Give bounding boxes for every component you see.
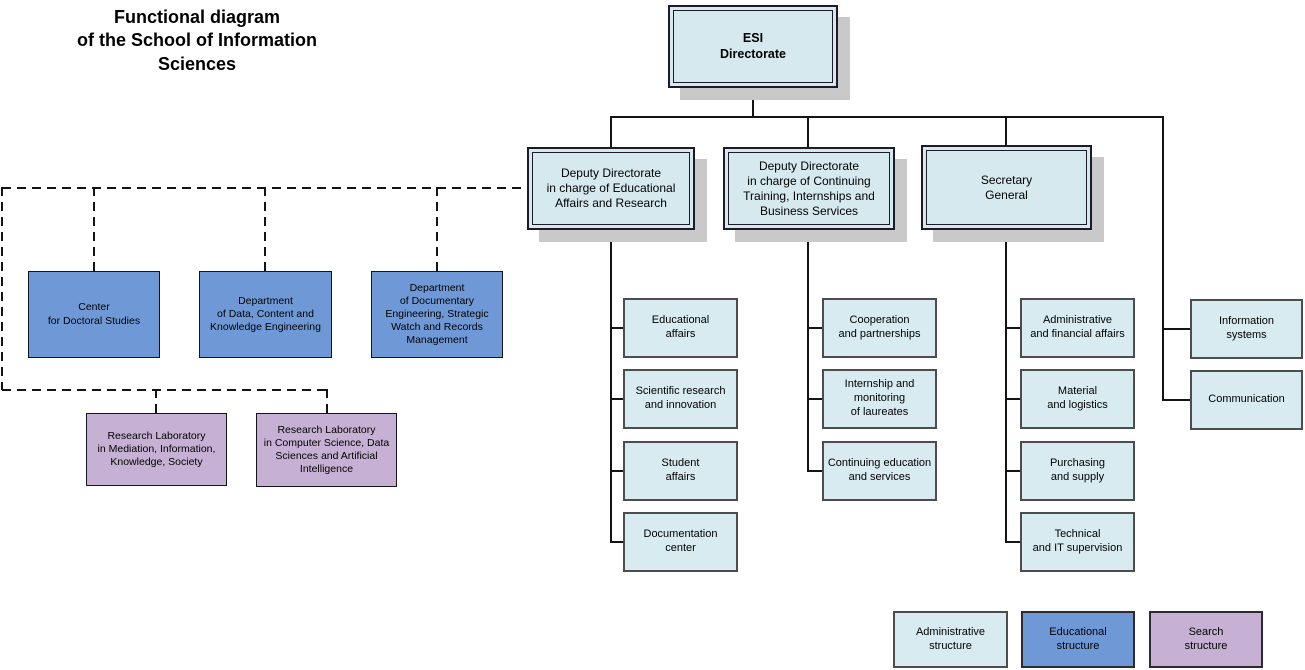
node-lab-mediation: Research Laboratory in Mediation, Inform…: [86, 413, 227, 486]
dashed-drop-dept-documentary: [436, 187, 438, 271]
node-deputy-continuing: Deputy Directorate in charge of Continui…: [723, 147, 895, 230]
node-scientific-research: Scientific research and innovation: [623, 369, 738, 429]
legend-search-structure: Search structure: [1149, 611, 1263, 668]
dashed-drop-center-doctoral: [93, 187, 95, 271]
node-lab-computer-science: Research Laboratory in Computer Science,…: [256, 413, 397, 487]
connector-stub-educational-affairs: [610, 327, 623, 329]
connector-drop-secretary-general: [1005, 116, 1007, 146]
connector-stub-communication: [1162, 399, 1190, 401]
node-material-logistics: Material and logistics: [1020, 369, 1135, 429]
node-esi-directorate: ESI Directorate: [668, 5, 838, 88]
connector-stub-documentation-center: [610, 541, 623, 543]
connector-stub-internship: [807, 398, 822, 400]
connector-stub-student-affairs: [610, 470, 623, 472]
connector-stub-material-logistics: [1005, 398, 1020, 400]
connector-col4-vertical: [1162, 116, 1164, 401]
connector-stub-admin-financial: [1005, 327, 1020, 329]
dashed-drop-dept-data: [264, 187, 266, 271]
node-continuing-education: Continuing education and services: [822, 441, 937, 501]
dashed-drop-lab-computer-science: [326, 389, 328, 413]
connector-stub-technical-it: [1005, 541, 1020, 543]
dashed-horizontal-bottom: [2, 389, 328, 391]
node-center-doctoral: Center for Doctoral Studies: [28, 271, 160, 358]
node-dept-data: Department of Data, Content and Knowledg…: [199, 271, 332, 358]
node-deputy-educational: Deputy Directorate in charge of Educatio…: [527, 147, 695, 230]
node-communication: Communication: [1190, 370, 1303, 430]
connector-col1-vertical: [610, 230, 612, 543]
node-dept-documentary: Department of Documentary Engineering, S…: [371, 271, 503, 358]
connector-stub-information-systems: [1162, 328, 1190, 330]
connector-stub-purchasing-supply: [1005, 470, 1020, 472]
node-admin-financial: Administrative and financial affairs: [1020, 298, 1135, 358]
connector-esi-down: [752, 87, 754, 117]
node-educational-affairs: Educational affairs: [623, 298, 738, 358]
connector-top-horizontal: [610, 116, 1164, 118]
connector-stub-scientific-research: [610, 398, 623, 400]
connector-stub-continuing-education: [807, 470, 822, 472]
connector-stub-cooperation: [807, 327, 822, 329]
node-purchasing-supply: Purchasing and supply: [1020, 441, 1135, 501]
node-internship: Internship and monitoring of laureates: [822, 369, 937, 429]
node-cooperation: Cooperation and partnerships: [822, 298, 937, 358]
dashed-drop-lab-mediation: [155, 389, 157, 413]
connector-col2-vertical: [807, 230, 809, 472]
connector-drop-deputy-continuing: [807, 116, 809, 148]
legend-educational-structure: Educational structure: [1021, 611, 1135, 668]
node-secretary-general: Secretary General: [921, 145, 1092, 230]
legend-administrative-structure: Administrative structure: [893, 611, 1008, 668]
node-information-systems: Information systems: [1190, 299, 1303, 359]
diagram-title: Functional diagram of the School of Info…: [77, 7, 317, 74]
node-technical-it: Technical and IT supervision: [1020, 512, 1135, 572]
node-documentation-center: Documentation center: [623, 512, 738, 572]
connector-drop-deputy-educational: [610, 116, 612, 148]
node-student-affairs: Student affairs: [623, 441, 738, 501]
connector-col3-vertical: [1005, 230, 1007, 543]
dashed-vertical-left: [1, 187, 3, 390]
